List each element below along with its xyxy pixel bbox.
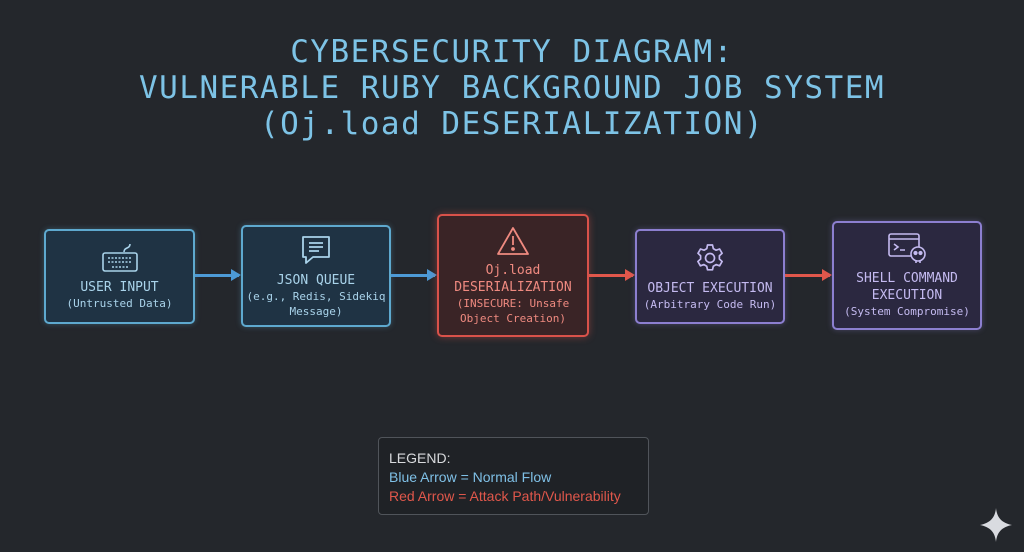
node-subtitle: (Untrusted Data) bbox=[66, 296, 173, 310]
keyboard-icon bbox=[101, 243, 138, 272]
warning-icon bbox=[497, 226, 529, 255]
attack-path-arrow bbox=[785, 269, 832, 281]
node-title: OBJECT EXECUTION bbox=[647, 280, 773, 296]
normal-flow-arrow bbox=[195, 269, 241, 281]
gear-icon bbox=[697, 243, 723, 271]
node-subtitle: (e.g., Redis, Sidekiq Message) bbox=[246, 289, 386, 318]
node-title: Oj.load bbox=[485, 262, 541, 278]
node-object-execution: OBJECT EXECUTION (Arbitrary Code Run) bbox=[635, 229, 785, 324]
node-oj-load-deserialization: Oj.load DESERIALIZATION (INSECURE: Unsaf… bbox=[437, 214, 589, 337]
attack-path-arrow bbox=[589, 269, 635, 281]
message-icon bbox=[302, 235, 330, 264]
node-title: DESERIALIZATION bbox=[454, 279, 572, 295]
normal-flow-arrow bbox=[391, 269, 437, 281]
legend: LEGEND: Blue Arrow = Normal Flow Red Arr… bbox=[378, 437, 649, 515]
terminal-skull-icon bbox=[888, 233, 926, 263]
node-title: USER INPUT bbox=[80, 279, 159, 295]
node-subtitle: (Arbitrary Code Run) bbox=[643, 297, 777, 311]
diagram-title-line-2: VULNERABLE RUBY BACKGROUND JOB SYSTEM bbox=[138, 70, 886, 106]
node-user-input: USER INPUT (Untrusted Data) bbox=[44, 229, 195, 324]
node-title: SHELL COMMAND EXECUTION bbox=[856, 271, 958, 303]
node-shell-command-execution: SHELL COMMAND EXECUTION (System Compromi… bbox=[832, 221, 982, 330]
node-subtitle: (INSECURE: Unsafe Object Creation) bbox=[456, 296, 570, 325]
diagram-title-line-1: CYBERSECURITY DIAGRAM: bbox=[290, 34, 734, 70]
node-subtitle: (System Compromise) bbox=[844, 305, 970, 318]
legend-red-arrow: Red Arrow = Attack Path/Vulnerability bbox=[389, 488, 621, 504]
legend-heading: LEGEND: bbox=[389, 450, 451, 466]
sparkle-icon bbox=[980, 508, 1012, 542]
node-title: JSON QUEUE bbox=[276, 272, 356, 288]
diagram-title-line-3: (Oj.load DESERIALIZATION) bbox=[259, 106, 765, 142]
legend-blue-arrow: Blue Arrow = Normal Flow bbox=[389, 469, 552, 485]
node-json-queue: JSON QUEUE (e.g., Redis, Sidekiq Message… bbox=[241, 225, 391, 327]
